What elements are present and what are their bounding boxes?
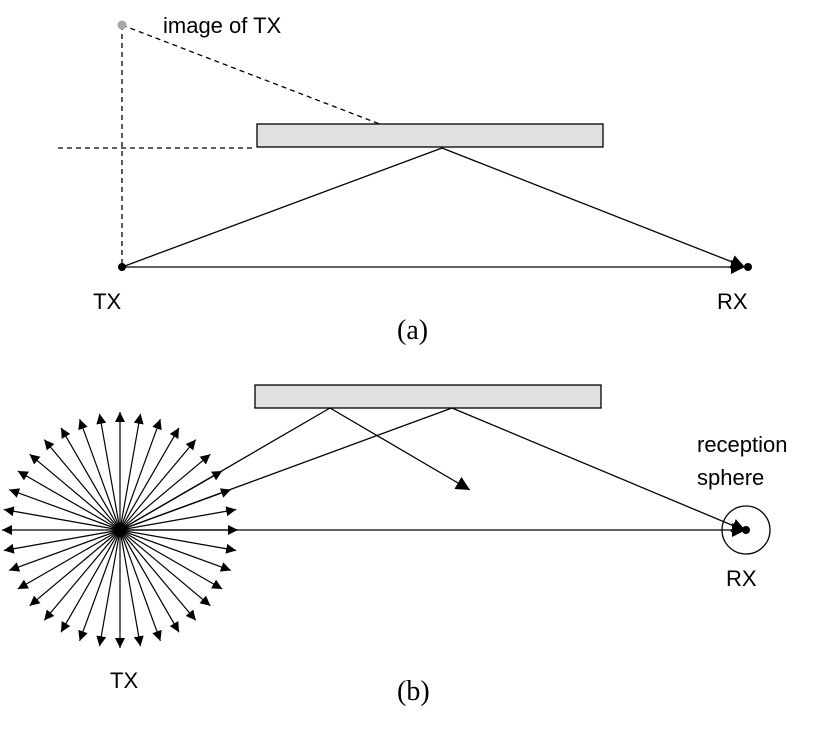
tx-emitted-ray xyxy=(119,506,237,531)
reception-label-line2: sphere xyxy=(697,465,764,490)
rx-label-b: RX xyxy=(726,566,757,591)
wall-b xyxy=(254,384,602,409)
tx-emitted-ray xyxy=(119,439,197,531)
tx-emitted-ray xyxy=(8,488,121,531)
panel-a: image of TX TX RX (a) xyxy=(58,13,752,346)
tx-emitted-ray xyxy=(119,529,197,621)
image-of-tx-label: image of TX xyxy=(163,13,282,38)
tx-emitted-ray xyxy=(78,529,121,642)
tx-to-reflection-ray xyxy=(121,147,443,268)
tx-emitted-ray xyxy=(119,453,211,531)
tx-to-left-reflection-ray xyxy=(119,407,331,531)
tx-label-b: TX xyxy=(110,668,138,693)
tx-emitted-ray xyxy=(119,529,211,607)
tx-emitted-ray xyxy=(119,529,144,647)
tx-emitted-ray xyxy=(60,427,121,531)
caption-a: (a) xyxy=(397,315,428,346)
right-reflected-ray-to-rx xyxy=(451,407,747,533)
tx-label-a: TX xyxy=(93,289,121,314)
caption-b: (b) xyxy=(397,676,430,707)
tx-emitted-ray xyxy=(3,506,121,531)
tx-emitted-ray xyxy=(96,413,121,531)
wall-a xyxy=(256,123,604,148)
tx-emitted-ray xyxy=(29,529,121,607)
tx-emitted-ray xyxy=(29,453,121,531)
tx-emitted-ray xyxy=(119,529,223,590)
tx-emitted-ray xyxy=(78,418,121,531)
tx-emitted-ray xyxy=(119,418,162,531)
rx-label-a: RX xyxy=(717,289,748,314)
tx-emitted-ray xyxy=(8,529,121,572)
tx-point-a xyxy=(118,263,126,271)
rx-point-b xyxy=(742,526,750,534)
reception-label-line1: reception xyxy=(697,432,788,457)
tx-to-right-reflection-ray xyxy=(119,407,453,531)
tx-emitted-ray xyxy=(3,529,121,554)
image-to-reflection-dashed-line xyxy=(121,24,443,149)
image-of-tx-point xyxy=(117,20,127,30)
tx-emitted-ray xyxy=(119,427,180,531)
tx-emitted-ray xyxy=(119,529,180,633)
tx-emitted-ray xyxy=(60,529,121,633)
panel-b: reception sphere RX TX (b) xyxy=(2,384,788,707)
tx-emitted-ray xyxy=(96,529,121,647)
rx-point-a xyxy=(744,263,752,271)
tx-emitted-ray xyxy=(17,529,121,590)
tx-emitted-ray xyxy=(119,529,237,554)
tx-emitted-ray xyxy=(119,529,232,572)
tx-emitted-ray xyxy=(119,529,162,642)
tx-emitted-ray xyxy=(17,470,121,531)
reception-sphere xyxy=(721,505,771,555)
left-reflected-ray xyxy=(329,407,471,491)
reflected-ray-to-rx xyxy=(441,147,746,269)
tx-emitted-ray xyxy=(43,439,121,531)
tx-emitted-ray xyxy=(43,529,121,621)
tx-emitted-ray xyxy=(119,413,144,531)
